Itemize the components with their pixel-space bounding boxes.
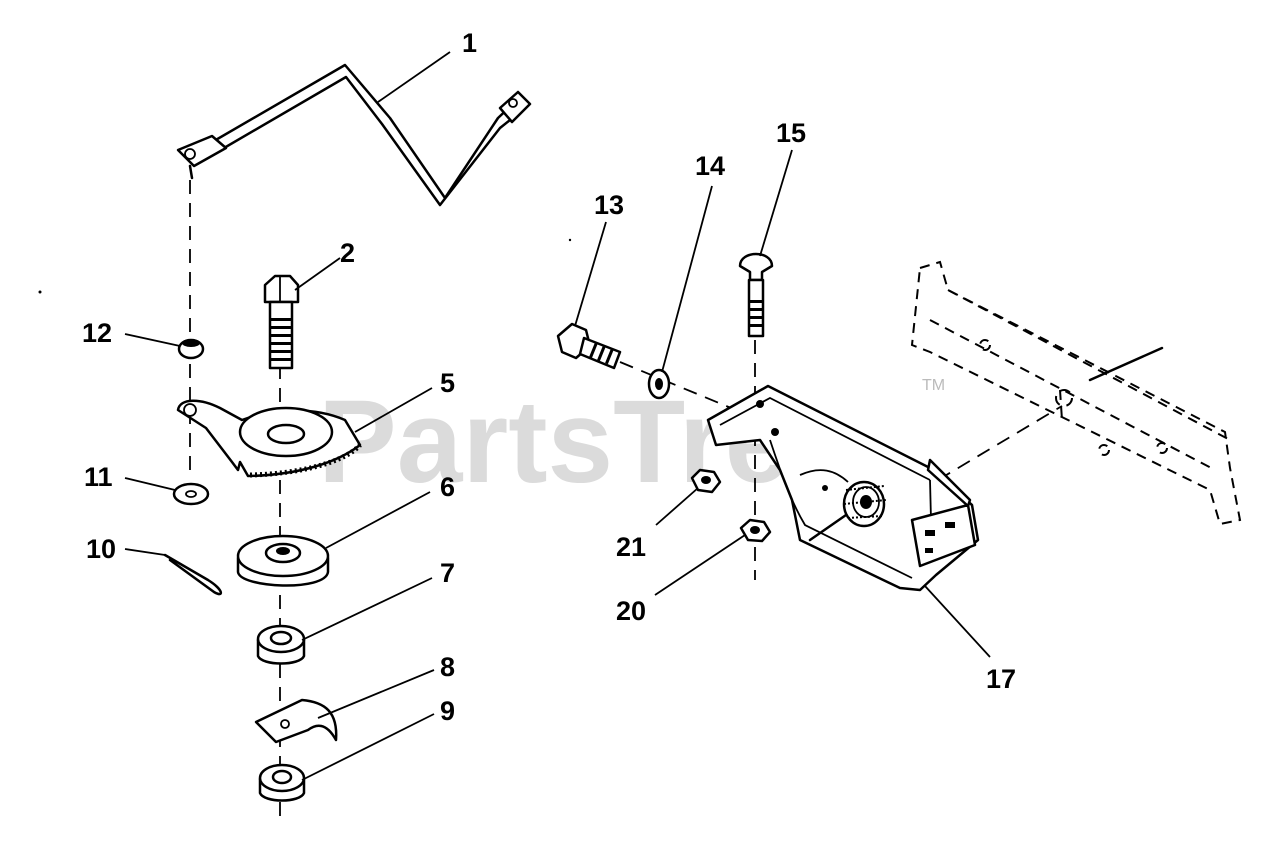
leader-lines (124, 51, 991, 781)
callout-20: 20 (616, 596, 646, 626)
callout-8: 8 (440, 652, 455, 682)
callout-labels: 1 2 5 6 7 8 9 10 11 12 13 14 15 17 20 21 (82, 28, 1016, 726)
part-5-shift-plate (176, 399, 362, 478)
part-11-washer (172, 482, 210, 506)
part-1-shift-rod (176, 63, 532, 207)
callout-1: 1 (462, 28, 477, 58)
watermark-trademark: TM (922, 377, 945, 394)
callout-11: 11 (84, 462, 113, 492)
part-7-nut (256, 624, 306, 665)
frame-outline-dashed (910, 260, 1242, 526)
callout-13: 13 (594, 190, 624, 220)
callout-9: 9 (440, 696, 455, 726)
part-10-cotter-pin (163, 553, 222, 596)
callout-10: 10 (86, 534, 116, 564)
part-15-carriage-bolt (738, 252, 774, 338)
callout-15: 15 (776, 118, 806, 148)
callout-7: 7 (440, 558, 455, 588)
callout-12: 12 (82, 318, 112, 348)
part-20-nut (739, 518, 772, 543)
part-9-nut (258, 763, 306, 802)
callout-14: 14 (695, 151, 725, 181)
callout-2: 2 (340, 238, 355, 268)
callout-6: 6 (440, 472, 455, 502)
part-6-pulley (236, 534, 330, 587)
part-17-bracket (706, 384, 980, 592)
callout-5: 5 (440, 368, 455, 398)
callout-21: 21 (616, 532, 646, 562)
callout-17: 17 (986, 664, 1016, 694)
part-8-clip (254, 698, 338, 744)
part-12-cap (177, 338, 205, 360)
part-14-washer (647, 368, 671, 400)
axis-line-frame (937, 405, 1063, 481)
part-21-nut (690, 468, 722, 494)
scan-dot (568, 238, 572, 242)
part-13-bolt (556, 322, 622, 370)
part-2-bolt (263, 274, 300, 370)
scan-dot (38, 290, 42, 294)
